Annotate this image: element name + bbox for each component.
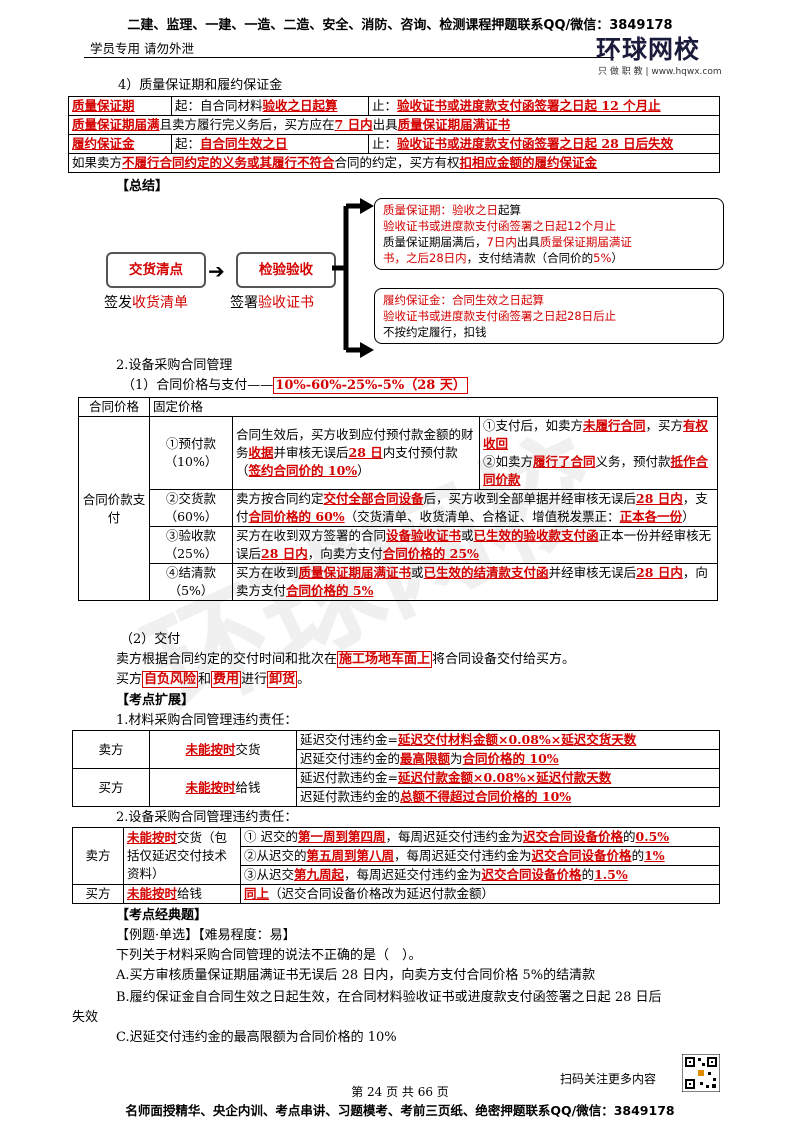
table-cell: 买方在收到双方签署的合同设备验收证书或已生效的验收款支付函正本一份并经审核无误后…	[232, 526, 718, 564]
material-penalty-table: 卖方 未能按时交货 延迟交付违约金=延迟交付材料金额×0.08%×延迟交货天数 …	[72, 730, 720, 807]
table-cell: 未能按时交货	[149, 730, 297, 769]
table-cell: 迟延付款违约金的总额不得超过合同价格的 10%	[296, 787, 720, 807]
option-c: C.迟延交付违约金的最高限额为合同价格的 10%	[116, 1030, 397, 1045]
table-cell: 质量保证期届满且卖方履行完义务后，买方应在7 日内出具质量保证期届满证书	[68, 115, 720, 135]
table-cell: 合同生效后，买方收到应付预付款金额的财务收据并审核无误后28 日内支付预付款（签…	[232, 416, 480, 490]
table-cell: 未能按时给钱	[149, 768, 297, 807]
table-cell: 卖方按合同约定交付全部合同设备后，买方收到全部单据并经审核无误后28 日内，支付…	[232, 489, 718, 527]
table-cell: 止：验收证书或进度款支付函签署之日起 28 日后失效	[368, 134, 720, 154]
delivery-text: 买方自负风险和费用进行卸货。	[116, 671, 311, 688]
question-meta: 【例题·单选】【难易程度：易】	[116, 928, 296, 943]
summary-bond-box: 履约保证金：合同生效之日起算 验收证书或进度款支付函签署之日起28日后止 不按约…	[374, 288, 724, 344]
brand-logo: 环球网校 只 做 职 教 | www.hqwx.com	[596, 30, 726, 77]
warranty-table: 质量保证期 起：自合同材料验收之日起算 止：验收证书或进度款支付函签署之日起 1…	[68, 96, 720, 173]
table-cell: ③验收款（25%）	[149, 526, 233, 564]
table-cell: 延迟付款违约金=延迟付款金额×0.08%×延迟付款天数	[296, 768, 720, 788]
table-cell: 如果卖方不履行合同约定的义务或其履行不符合合同的约定，买方有权扣相应金额的履约保…	[68, 153, 720, 173]
table-cell: 止：验收证书或进度款支付函签署之日起 12 个月止	[368, 96, 720, 116]
table-cell: 买方	[72, 884, 124, 904]
table-row: 履约保证金 起：自合同生效之日 止：验收证书或进度款支付函签署之日起 28 日后…	[68, 134, 720, 154]
table-row: ③验收款（25%） 买方在收到双方签署的合同设备验收证书或已生效的验收款支付函正…	[79, 526, 718, 564]
table-cell: ③从迟交第九周起，每周迟延交付违约金为迟交合同设备价格的1.5%	[240, 865, 720, 885]
option-b: B.履约保证金自合同生效之日起生效，在合同材料验收证书或进度款支付函签署之日起 …	[116, 990, 662, 1005]
table-header: 合同价格	[78, 397, 150, 417]
table-row: ②从迟交的第五周到第八周，每周迟延交付违约金为迟交合同设备价格的1%	[73, 846, 720, 866]
table-cell: 卖方	[72, 730, 150, 769]
table-cell: ②交货款（60%）	[149, 489, 233, 527]
table-row: 买方 未能按时给钱 延迟付款违约金=延迟付款金额×0.08%×延迟付款天数	[72, 768, 720, 807]
table-row: 买方 未能按时给钱 同上（迟交合同设备价格改为延迟付款金额）	[72, 884, 720, 904]
logo-text: 环球网校	[596, 35, 701, 64]
header-notice: 学员专用 请勿外泄	[90, 41, 194, 56]
table-row: 卖方 未能按时交货 延迟交付违约金=延迟交付材料金额×0.08%×延迟交货天数	[72, 730, 720, 769]
table-row: 如果卖方不履行合同约定的义务或其履行不符合合同的约定，买方有权扣相应金额的履约保…	[68, 153, 720, 173]
table-row: 迟延付款违约金的总额不得超过合同价格的 10%	[73, 787, 720, 807]
table-row: 质量保证期 起：自合同材料验收之日起算 止：验收证书或进度款支付函签署之日起 1…	[68, 96, 720, 116]
question-stem: 下列关于材料采购合同管理的说法不正确的是（ ）。	[116, 948, 422, 963]
caption-delivery: 签发收货清单	[104, 295, 188, 311]
section-title: 2.设备采购合同管理	[116, 358, 233, 373]
header-contact: 二建、监理、一建、一造、二造、安全、消防、咨询、检测课程押题联系QQ/微信：38…	[127, 18, 673, 33]
qr-code-icon	[682, 1054, 720, 1092]
equipment-penalty-table: 卖方 未能按时交货（包括仅延迟交付技术资料） ① 迟交的第一周到第四周，每周迟延…	[72, 827, 720, 904]
header-rule	[84, 57, 614, 58]
table-row: 卖方 未能按时交货（包括仅延迟交付技术资料） ① 迟交的第一周到第四周，每周迟延…	[72, 827, 720, 885]
table-cell: 起：自合同材料验收之日起算	[171, 96, 369, 116]
section-title: 4）质量保证期和履约保证金	[118, 78, 283, 93]
branch-arrows	[332, 198, 374, 358]
table-row: 质量保证期届满且卖方履行完义务后，买方应在7 日内出具质量保证期届满证书	[68, 115, 720, 135]
classic-label: 【考点经典题】	[116, 908, 208, 923]
payment-table: 合同价格 固定价格 合同价款支付 ①预付款（10%） 合同生效后，买方收到应付预…	[78, 397, 718, 601]
option-a: A.买方审核质量保证期届满证书无误后 28 日内，向卖方支付合同价格 5%的结清…	[116, 968, 596, 983]
table-cell: ②从迟交的第五周到第八周，每周迟延交付违约金为迟交合同设备价格的1%	[240, 846, 720, 866]
ext-subtitle: 2.设备采购合同管理违约责任：	[116, 810, 298, 825]
table-cell: 起：自合同生效之日	[171, 134, 369, 154]
table-cell: 未能按时交货（包括仅延迟交付技术资料）	[123, 827, 241, 885]
qr-caption: 扫码关注更多内容	[560, 1072, 657, 1086]
table-cell: 买方	[72, 768, 150, 807]
table-cell: ① 迟交的第一周到第四周，每周迟延交付违约金为迟交合同设备价格的0.5%	[240, 827, 720, 847]
flow-box-delivery: 交货清点	[106, 252, 206, 288]
table-cell: 同上（迟交合同设备价格改为延迟付款金额）	[240, 884, 720, 904]
delivery-text: 卖方根据合同约定的交付时间和批次在施工场地车面上将合同设备交付给买方。	[116, 651, 576, 668]
flow-box-inspection: 检验验收	[236, 252, 336, 288]
subsection-title: （1）合同价格与支付——10%-60%-25%-5%（28 天）	[122, 377, 468, 394]
ext-label: 【考点扩展】	[116, 693, 195, 708]
table-cell: 未能按时给钱	[123, 884, 241, 904]
table-cell: 延迟交付违约金=延迟交付材料金额×0.08%×延迟交货天数	[296, 730, 720, 750]
table-row: 合同价款支付 ①预付款（10%） 合同生效后，买方收到应付预付款金额的财务收据并…	[78, 416, 718, 601]
logo-subtext: 只 做 职 教 | www.hqwx.com	[598, 67, 722, 77]
table-row: 迟延交付违约金的最高限额为合同价格的 10%	[73, 749, 720, 769]
footer-contact: 名师面授精华、央企内训、考点串讲、习题模考、考前三页纸、绝密押题联系QQ/微信：…	[125, 1103, 675, 1118]
ext-subtitle: 1.材料采购合同管理违约责任：	[116, 713, 298, 728]
table-row: ③从迟交第九周起，每周迟延交付违约金为迟交合同设备价格的1.5%	[73, 865, 720, 885]
table-cell: ①预付款（10%）	[149, 416, 233, 490]
table-header: 固定价格	[149, 397, 718, 417]
summary-warranty-box: 质量保证期：验收之日起算 验收证书或进度款支付函签署之日起12个月止 质量保证期…	[374, 198, 724, 270]
table-row: 合同价格 固定价格	[78, 397, 718, 417]
subsection-title: （2）交付	[120, 632, 181, 647]
table-cell: 迟延交付违约金的最高限额为合同价格的 10%	[296, 749, 720, 769]
arrow-right-icon: ➔	[208, 259, 225, 283]
table-cell: 履约保证金	[68, 134, 172, 154]
summary-label: 【总结】	[116, 179, 169, 194]
option-b-cont: 失效	[72, 1010, 99, 1025]
caption-inspection: 签署验收证书	[230, 295, 314, 311]
table-row: ④结清款（5%） 买方在收到质量保证期届满证书或已生效的结清款支付函并经审核无误…	[79, 563, 718, 601]
table-cell: 买方在收到质量保证期届满证书或已生效的结清款支付函并经审核无误后28 日内，向卖…	[232, 563, 718, 601]
table-cell: ④结清款（5%）	[149, 563, 233, 601]
table-cell: 质量保证期	[68, 96, 172, 116]
table-cell: 卖方	[72, 827, 124, 885]
table-row: ②交货款（60%） 卖方按合同约定交付全部合同设备后，买方收到全部单据并经审核无…	[79, 489, 718, 527]
table-cell: 合同价款支付	[78, 416, 150, 601]
page-number: 第 24 页 共 66 页	[351, 1085, 449, 1099]
